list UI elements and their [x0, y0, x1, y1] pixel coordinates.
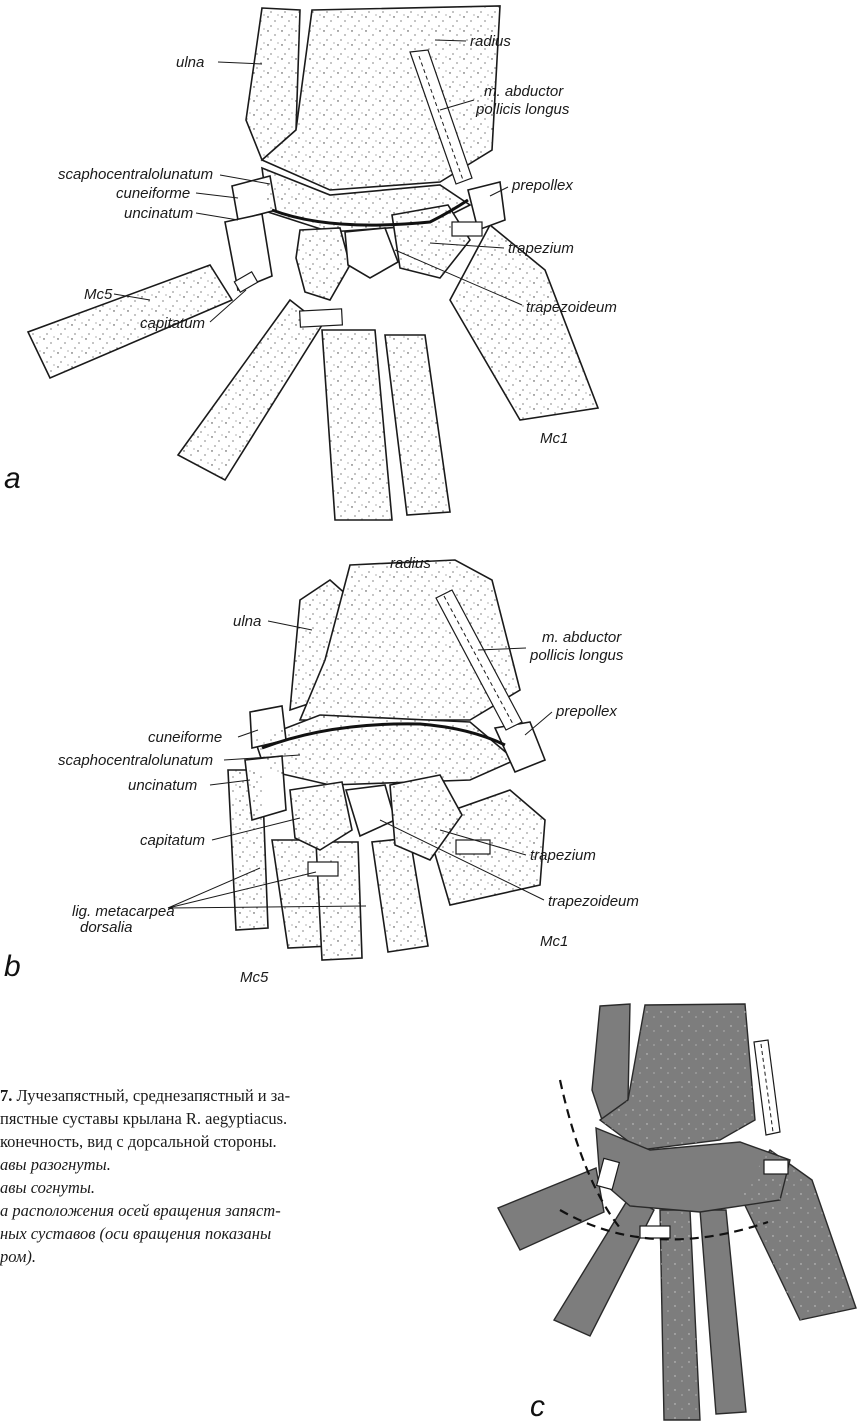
caption-line-8: ром).: [0, 1245, 400, 1268]
label-abductor-b-1: m. abductor: [542, 629, 622, 646]
panel-letter-a: a: [4, 462, 21, 495]
panel-c: c: [498, 1004, 856, 1423]
label-prepollex-a: prepollex: [511, 177, 573, 194]
label-cuneiforme-a: cuneiforme: [116, 185, 190, 202]
caption-line-2: пястные суставы крылана R. aegyptiacus.: [0, 1107, 400, 1130]
caption-line-3: конечность, вид с дорсальной стороны.: [0, 1130, 400, 1153]
ligament-c-1: [640, 1226, 670, 1238]
mc5-bone-c: [498, 1168, 604, 1250]
trapezoideum-bone-b: [346, 785, 395, 836]
label-trapezoideum-a: trapezoideum: [526, 299, 617, 316]
label-scaphocentralolunatum-b: scaphocentralolunatum: [58, 752, 213, 769]
label-radius-b: radius: [390, 555, 431, 572]
ligament-c-3: [764, 1160, 788, 1174]
caption-line-7: ных суставов (оси вращения показаны: [0, 1222, 400, 1245]
label-trapezoideum-b: trapezoideum: [548, 893, 639, 910]
ligament-a-3: [452, 222, 482, 236]
label-radius-a: radius: [470, 33, 511, 50]
panel-a: radius ulna m. abductor pollicis longus …: [4, 6, 617, 520]
panel-letter-c: c: [530, 1390, 545, 1423]
label-prepollex-b: prepollex: [555, 703, 617, 720]
label-cuneiforme-b: cuneiforme: [148, 729, 222, 746]
label-mc5-b: Mc5: [240, 969, 269, 986]
label-lig-b-1: lig. metacarpea: [72, 903, 175, 920]
label-ulna-a: ulna: [176, 54, 204, 71]
label-trapezium-b: trapezium: [530, 847, 596, 864]
caption-line-4: авы разогнуты.: [0, 1153, 400, 1176]
caption-line-6: а расположения осей вращения запяст-: [0, 1199, 400, 1222]
label-mc5-a: Mc5: [84, 286, 113, 303]
label-lig-b-2: dorsalia: [80, 919, 133, 936]
ligament-b-1: [308, 862, 338, 876]
label-mc1-b: Mc1: [540, 933, 568, 950]
panel-b: radius ulna m. abductor pollicis longus …: [4, 555, 639, 986]
caption-figure-number: 7.: [0, 1086, 12, 1105]
ligament-b-2: [456, 840, 490, 854]
label-abductor-b-2: pollicis longus: [529, 647, 624, 664]
label-capitatum-a: capitatum: [140, 315, 205, 332]
label-uncinatum-b: uncinatum: [128, 777, 197, 794]
ligament-a-1: [300, 309, 343, 327]
panel-letter-b: b: [4, 950, 21, 983]
mc2-bone-c: [700, 1210, 746, 1414]
label-trapezium-a: trapezium: [508, 240, 574, 257]
label-uncinatum-a: uncinatum: [124, 205, 193, 222]
figure-caption: 7. Лучезапястный, среднезапястный и за- …: [0, 1084, 400, 1268]
stipple-b: [228, 560, 545, 960]
label-scaphocentralolunatum-a: scaphocentralolunatum: [58, 166, 213, 183]
label-ulna-b: ulna: [233, 613, 261, 630]
label-abductor-a-2: pollicis longus: [475, 101, 570, 118]
label-abductor-a-1: m. abductor: [484, 83, 564, 100]
caption-line-1: 7. Лучезапястный, среднезапястный и за-: [0, 1084, 400, 1107]
label-capitatum-b: capitatum: [140, 832, 205, 849]
trapezoideum-bone: [345, 228, 398, 278]
label-mc1-a: Mc1: [540, 430, 568, 447]
caption-line-5: авы согнуты.: [0, 1176, 400, 1199]
